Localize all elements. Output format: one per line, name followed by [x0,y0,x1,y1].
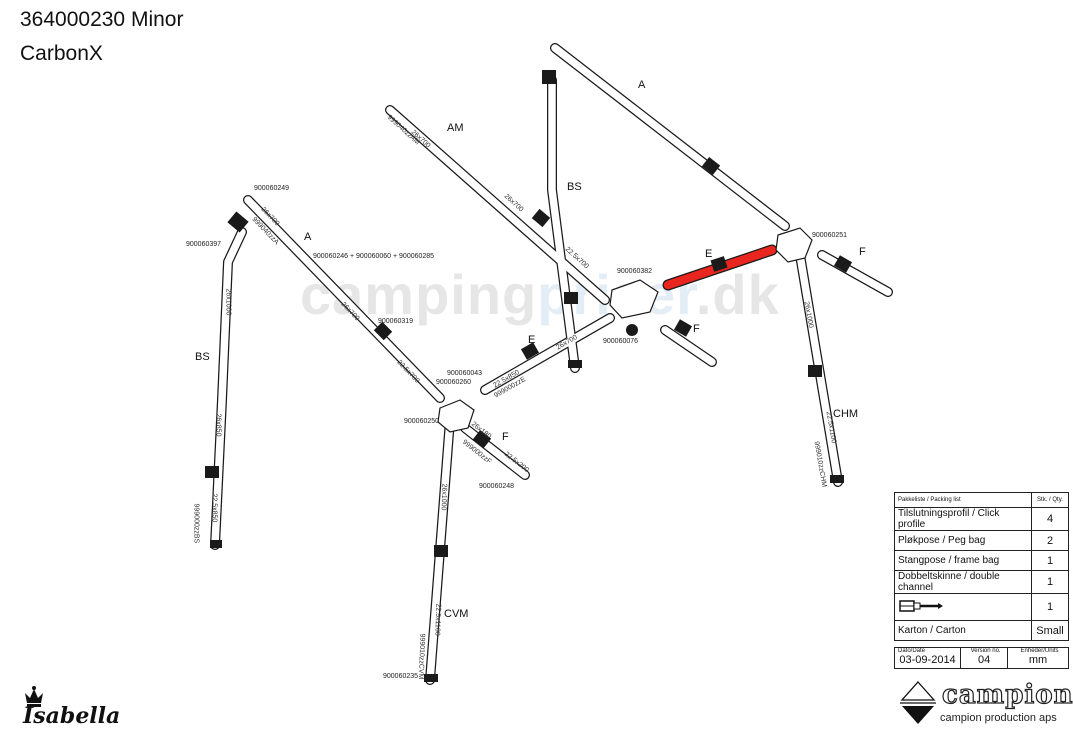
part-number: 900060235 [383,673,419,680]
packing-list-header: Pakkeliste / Packing list [894,492,1032,508]
label-f-mid: F [693,323,700,335]
item-qty: 2 [1031,530,1069,551]
isabella-crown-icon: Isabella [22,686,120,729]
dimension-label: 999000zzBS [192,503,200,544]
label-e-red: E [705,248,713,260]
units-value: mm [1028,654,1048,666]
part-number: 900060382 [617,268,653,275]
campion-tagline: campion production aps [940,712,1057,724]
isabella-wordmark: Isabella [22,703,120,729]
label-am: AM [447,122,464,134]
table-row: 1 [894,593,1069,621]
part-number: 900060397 [186,241,222,248]
date-label: Dato/Date [898,648,926,654]
part-number: 900060076 [603,338,639,345]
item-qty: 1 [1031,593,1069,621]
label-bs-back: BS [567,181,582,193]
part-number: 900060246 + 900060060 + 900060285 [313,253,435,260]
label-bs-left: BS [195,351,210,363]
date-value: 03-09-2014 [899,654,956,666]
packing-list-table: Pakkeliste / Packing list Stk. / Qty. Ti… [894,492,1069,641]
model-name: CarbonX [20,42,103,65]
version-value: 04 [977,654,991,666]
item-qty: 1 [1031,570,1069,594]
connectors [437,227,813,433]
dimension-label: 22.5x1100 [433,603,442,636]
part-number: 900060260 [436,379,472,386]
clamps [205,70,853,682]
label-cvm: CVM [444,608,469,620]
tool-icon [894,593,1032,621]
part-number: 900060043 [447,370,483,377]
campion-triangle-icon [900,681,936,724]
drawing-number: 364000230 Minor [20,8,184,31]
dimension-label: 22.5x850 [210,493,218,523]
label-f-right: F [859,246,866,258]
version-label: Version no. [970,648,1001,654]
item-qty: 1 [1031,550,1069,571]
qty-header: Stk. / Qty. [1031,492,1069,508]
isabella-logo: Isabella [15,685,190,730]
item-name: Stangpose / frame bag [894,550,1032,571]
label-a-left: A [304,231,312,243]
part-number: 900060319 [378,318,414,325]
label-e-mid: E [528,334,536,346]
campion-logo: campion campion production aps [900,679,1073,730]
item-name: Karton / Carton [894,620,1032,641]
item-name: Pløkpose / Peg bag [894,530,1032,551]
part-number: 900060249 [254,185,290,192]
dimension-label: 26x850 [214,413,222,437]
item-qty: 4 [1031,507,1069,531]
watermark: campingpriser.dk [300,263,780,326]
dimension-label: 26x1000 [224,288,232,316]
dimension-label: 26x1000 [439,483,448,511]
part-number: 900060251 [812,232,848,239]
label-chm: CHM [833,408,859,420]
item-name: Dobbeltskinne / double channel [894,570,1032,594]
part-number: 900060250 [404,418,440,425]
units-label: Enheder/Units [1020,648,1059,654]
label-a-back: A [638,79,646,91]
item-name: Tilslutningsprofil / Click profile [894,507,1032,531]
part-number: 900060248 [479,483,515,490]
campion-wordmark: campion [941,679,1073,710]
item-qty: Small [1031,620,1069,641]
label-f-front: F [502,431,509,443]
